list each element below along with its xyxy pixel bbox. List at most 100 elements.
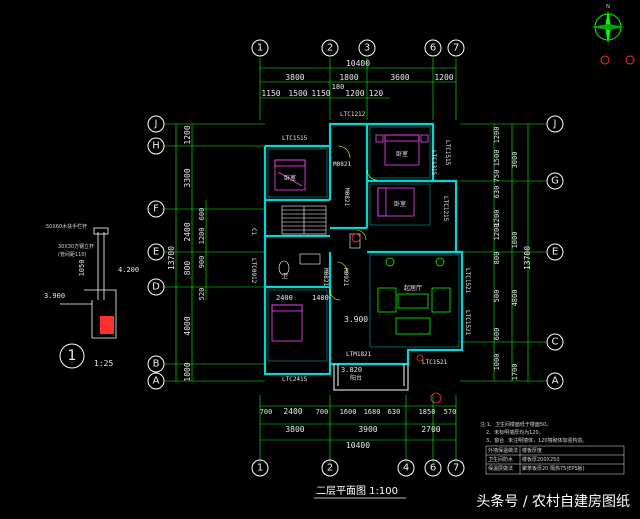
note-3b: 未注明墙体，120墙砌体加强构造。 <box>508 437 588 444</box>
bottom-sub-2: 2400 <box>283 407 302 416</box>
door-swings <box>329 145 378 301</box>
bottom-sub-4: 1680 <box>364 408 381 416</box>
axis-bubble-left-H: H <box>147 137 165 155</box>
top-sub-2: 1500 <box>288 89 307 98</box>
right-axis-bubbles: J G E C A <box>546 115 564 390</box>
svg-text:2: 2 <box>327 463 333 474</box>
left-dim-e: 600 <box>198 208 206 221</box>
axis-bubble-top-6: 6 <box>424 39 442 57</box>
note-2: 2、未标明墙厚均为120。 <box>486 429 544 436</box>
room-bed-b: 卧室 <box>396 150 408 158</box>
label-ltc1215: LTC1215 <box>442 196 449 222</box>
detail-dim-1050: 1050 <box>78 260 86 277</box>
room-bed-a: 卧室 <box>284 174 296 182</box>
left-axis-lines <box>164 123 265 382</box>
label-ltc1315: LTC1315 <box>430 150 437 176</box>
internal-dim-2400: 2400 <box>276 294 293 302</box>
top-dim-4: 1200 <box>434 73 453 82</box>
top-sub-5: 1200 <box>345 89 364 98</box>
bottom-dim-2: 3900 <box>358 425 377 434</box>
label-ltc1521-a: LTC1521 <box>464 268 471 294</box>
axis-bubble-right-A: A <box>546 372 564 390</box>
bottom-sub-3: 700 <box>316 408 329 416</box>
top-sub-4: 180 <box>332 83 345 91</box>
balcony <box>333 364 409 391</box>
svg-text:E: E <box>552 247 558 258</box>
axis-bubble-bottom-2: 2 <box>321 459 339 477</box>
svg-text:E: E <box>153 247 159 258</box>
right-dim-m: 1000 <box>493 354 501 371</box>
right-dim-k: 4800 <box>511 290 519 307</box>
svg-text:1: 1 <box>257 43 263 54</box>
right-dim-h: 800 <box>493 252 501 265</box>
svg-text:6: 6 <box>430 43 436 54</box>
top-dim-3: 3600 <box>390 73 409 82</box>
detail-number: 1 <box>68 348 77 364</box>
label-m0821-c: M0821 <box>322 268 329 286</box>
table-h1: 外墙保温做法 <box>488 447 518 454</box>
bedroom-c-furniture <box>377 187 415 217</box>
axis-bubble-left-E: E <box>147 243 165 261</box>
wall-thin-lines <box>267 126 460 362</box>
room-living: 起居厅 <box>404 284 422 292</box>
axis-bubble-bottom-4: 4 <box>397 459 415 477</box>
table-h2: 楼板厚度 <box>522 447 542 454</box>
svg-text:J: J <box>553 119 557 130</box>
axis-bubble-left-J: J <box>147 115 165 133</box>
right-dim-b: 1500 <box>493 150 501 167</box>
detail-elevation-top: 4.200 <box>118 266 139 274</box>
axis-bubble-right-G: G <box>546 172 564 190</box>
axis-bubble-left-F: F <box>147 200 165 218</box>
right-dim-d: 630 <box>493 186 501 199</box>
label-ltc1515-b: LTC1515 <box>444 140 451 166</box>
svg-text:4: 4 <box>403 463 409 474</box>
right-dim-a: 1200 <box>493 127 501 144</box>
label-ltc1212: LTC1212 <box>340 111 366 118</box>
small-compass-icon <box>600 55 635 65</box>
left-dim-h: 520 <box>198 288 206 301</box>
bedroom-d-furniture <box>271 304 303 342</box>
top-dimension-lines <box>260 67 456 99</box>
axis-bubble-top-1: 1 <box>251 39 269 57</box>
top-axis-line-group <box>259 58 457 120</box>
label-ltc1515-a: LTC1515 <box>282 135 308 142</box>
svg-text:1: 1 <box>257 463 263 474</box>
bedroom-a-furniture <box>274 159 306 191</box>
svg-text:A: A <box>552 376 559 387</box>
svg-text:F: F <box>153 204 159 215</box>
bedroom-b-furniture <box>375 134 429 166</box>
left-dim-c: 2400 <box>183 222 192 241</box>
axis-bubble-left-B: B <box>147 355 165 373</box>
right-dim-e: 1200 <box>493 224 501 241</box>
top-sub-6: 120 <box>369 89 384 98</box>
svg-text:G: G <box>551 176 559 187</box>
bottom-sub-7: 570 <box>444 408 457 416</box>
svg-text:H: H <box>152 141 160 152</box>
compass-icon: N <box>591 4 625 44</box>
elevation-floor: 3.900 <box>344 315 368 324</box>
right-dim-total: 13700 <box>523 246 532 270</box>
room-balcony: 阳台 <box>350 374 362 382</box>
top-sub-3: 1150 <box>311 89 330 98</box>
bottom-dim-1: 3800 <box>285 425 304 434</box>
axis-bubble-bottom-7: 7 <box>447 459 465 477</box>
left-axis-bubbles: J H F E D B A <box>147 115 165 390</box>
right-dimension-lines <box>493 124 529 381</box>
svg-text:D: D <box>152 282 160 293</box>
svg-text:7: 7 <box>453 43 459 54</box>
label-m0821-a: M0821 <box>333 161 351 168</box>
left-dim-d: 800 <box>183 261 192 276</box>
right-dim-c: 750 <box>493 170 501 183</box>
left-dim-g: 900 <box>198 256 206 269</box>
svg-text:2: 2 <box>327 43 333 54</box>
svg-text:6: 6 <box>430 463 436 474</box>
top-dim-2: 1800 <box>339 73 358 82</box>
svg-text:B: B <box>153 359 160 370</box>
svg-text:3: 3 <box>364 43 370 54</box>
axis-bubble-bottom-6: 6 <box>424 459 442 477</box>
axis-bubble-top-7: 7 <box>447 39 465 57</box>
living-furniture <box>377 257 451 335</box>
left-dim-f: 1200 <box>198 228 206 245</box>
label-c1: C1 <box>250 228 257 236</box>
